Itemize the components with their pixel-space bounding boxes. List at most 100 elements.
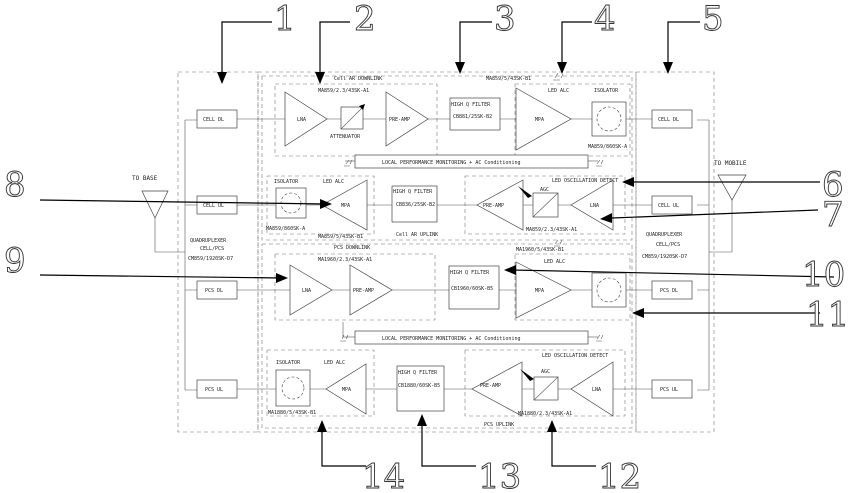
pcs-dl-title: PCS DOWNLINK bbox=[334, 245, 370, 251]
cell-ul-lna-icon bbox=[570, 179, 614, 231]
pcs-dl-mpa-label: MPA bbox=[535, 288, 544, 294]
right-quad-label-2: CELL/PCS bbox=[656, 242, 680, 248]
cell-dl-preamp-icon bbox=[385, 91, 429, 147]
pcs-dl-lna-icon bbox=[289, 264, 333, 316]
left-pcs-dl-label: PCS DL bbox=[205, 288, 223, 294]
callout-13: 13 bbox=[478, 457, 521, 493]
cell-dl-filter-label: HIGH Q FILTER bbox=[451, 102, 491, 108]
pcs-ul-title: PCS UPLINK bbox=[484, 422, 514, 428]
pcs-ul-lna-label: LNA bbox=[592, 387, 601, 393]
pcs-ul-mpa-label: MPA bbox=[342, 387, 351, 393]
cell-ul-led-osc: LED OSCILLATION DETECT bbox=[552, 178, 618, 184]
cell-dl-led-alc: LED ALC bbox=[548, 88, 569, 94]
base-antenna-icon bbox=[141, 190, 169, 219]
callout-11: 11 bbox=[806, 295, 849, 335]
callout-3: 3 bbox=[494, 0, 516, 39]
pcs-dl-filter-label: HIGH Q FILTER bbox=[450, 270, 490, 276]
pcs-ul-led-alc: LED ALC bbox=[324, 360, 345, 366]
cell-ul-filter-part: CB836/25SK-B2 bbox=[396, 202, 435, 208]
callout-10: 10 bbox=[802, 255, 845, 295]
pcs-dl-mpa-group bbox=[514, 253, 631, 321]
cell-ul-title: Cell AR UPLINK bbox=[396, 232, 438, 238]
pcs-dl-isolator-box bbox=[591, 272, 627, 308]
pcs-section-region bbox=[261, 243, 633, 429]
pcs-ul-agc-label: AGC bbox=[541, 369, 550, 375]
cell-dl-attn-part: MA859/2.3/43SK-A1 bbox=[318, 88, 369, 94]
pcs-ul-agc-part: MA1880/2.3/43SK-A1 bbox=[518, 411, 572, 417]
to-mobile-label: TO MOBILE bbox=[714, 160, 747, 167]
right-pcs-dl-label: PCS DL bbox=[660, 288, 678, 294]
pcs-ul-filter-box bbox=[396, 365, 445, 412]
monitor-bar-pcs-label: LOCAL PERFORMANCE MONITORING + AC Condit… bbox=[382, 336, 520, 342]
cell-dl-mpa-icon bbox=[515, 87, 572, 151]
cell-ul-filter-box bbox=[391, 185, 438, 223]
cell-dl-lna-icon bbox=[284, 91, 328, 147]
cell-dl-isolator-box bbox=[591, 101, 627, 137]
left-pcs-ul-label: PCS UL bbox=[205, 387, 223, 393]
pcs-ul-isolator-box bbox=[275, 369, 311, 407]
pcs-ul-filter-label: HIGH Q FILTER bbox=[398, 370, 438, 376]
pcs-dl-led-alc: LED ALC bbox=[544, 259, 565, 265]
pcs-dl-lna-group bbox=[274, 253, 436, 321]
right-cell-ul-label: CELL UL bbox=[658, 203, 679, 209]
cell-ul-agc-part: MA859/2.3/43SK-A1 bbox=[526, 227, 577, 233]
callout-4: 4 bbox=[594, 0, 616, 39]
callout-6: 6 bbox=[822, 165, 844, 205]
pcs-dl-mpa-part: MA1960/5/43SK-B1 bbox=[516, 247, 564, 253]
pcs-dl-lna-label: LNA bbox=[302, 288, 311, 294]
pcs-dl-mpa-icon bbox=[515, 261, 572, 319]
left-cell-ul-label: CELL UL bbox=[203, 203, 224, 209]
pcs-ul-mpa-icon bbox=[325, 363, 367, 415]
monitor-bar-cell-label: LOCAL PERFORMANCE MONITORING + AC Condit… bbox=[382, 160, 520, 166]
pcs-dl-filter-box bbox=[448, 265, 500, 310]
callout-12: 12 bbox=[598, 457, 641, 493]
cell-dl-isolator-label: ISOLATOR bbox=[594, 88, 619, 94]
pcs-ul-filter-part: CB1880/60SK-B5 bbox=[398, 383, 440, 389]
pcs-ul-isolator-label: ISOLATOR bbox=[276, 360, 301, 366]
cell-dl-mpa-label: MPA bbox=[535, 117, 544, 123]
cell-ul-isolator-label: ISOLATOR bbox=[274, 179, 299, 185]
cell-dl-filter-part: CB881/25SK-B2 bbox=[453, 114, 492, 120]
cell-ul-mpa-icon bbox=[321, 179, 368, 231]
cell-ul-filter-label: HIGH Q FILTER bbox=[393, 189, 433, 195]
callout-7: 7 bbox=[822, 195, 844, 235]
mobile-antenna-icon bbox=[717, 174, 747, 201]
cell-dl-mpa-group bbox=[514, 83, 631, 157]
pcs-dl-preamp-label: PRE-AMP bbox=[353, 288, 374, 294]
cell-ul-lna-label: LNA bbox=[590, 203, 599, 209]
pcs-ul-mpa-group bbox=[266, 349, 375, 417]
cell-section-region bbox=[261, 75, 633, 241]
cell-ul-mpa-label: MPA bbox=[341, 203, 350, 209]
left-cell-dl-label: CELL DL bbox=[203, 117, 224, 123]
pcs-ul-led-osc: LED OSCILLATION DETECT bbox=[542, 353, 608, 359]
pcs-ul-preamp-label: PRE-AMP bbox=[480, 383, 501, 389]
cell-dl-lna-label: LNA bbox=[297, 117, 306, 123]
right-quad-label-3: CM859/1920SK-D7 bbox=[642, 254, 687, 260]
cell-dl-attenuator-label: ATTENUATOR bbox=[330, 134, 361, 140]
callout-14: 14 bbox=[362, 457, 405, 493]
pcs-ul-preamp-icon bbox=[471, 361, 523, 417]
right-pcs-ul-label: PCS UL bbox=[660, 387, 678, 393]
cell-dl-preamp-label: PRE-AMP bbox=[389, 117, 410, 123]
callout-9: 9 bbox=[4, 241, 26, 281]
left-quad-label-2: CELL/PCS bbox=[200, 246, 224, 252]
pcs-dl-filter-part: CB1960/60SK-B5 bbox=[451, 286, 493, 292]
monitor-bar-pcs bbox=[354, 330, 589, 345]
main-amplifier-region bbox=[257, 71, 637, 433]
cell-ul-led-alc: LED ALC bbox=[323, 179, 344, 185]
callout-1: 1 bbox=[274, 0, 296, 39]
to-base-label: TO BASE bbox=[132, 175, 158, 182]
left-quad-label-3: CM859/1920SK-D7 bbox=[188, 256, 233, 262]
callout-8: 8 bbox=[4, 165, 26, 205]
right-quadruplexer-region bbox=[635, 71, 715, 433]
cell-ul-preamp-icon bbox=[476, 179, 524, 231]
cell-ul-preamp-label: PRE-AMP bbox=[483, 203, 504, 209]
pcs-ul-mpa-part: MA1880/5/43SK-B1 bbox=[268, 410, 316, 416]
callout-arrows bbox=[39, 21, 835, 467]
pcs-ul-lna-group bbox=[464, 349, 626, 417]
cell-ul-isolator-part: MA859/860SK-A bbox=[266, 226, 305, 232]
monitor-bar-cell bbox=[354, 154, 589, 169]
cell-dl-filter-box bbox=[449, 97, 501, 131]
cell-dl-mpa-part: MA859/5/43SK-B1 bbox=[486, 76, 531, 82]
